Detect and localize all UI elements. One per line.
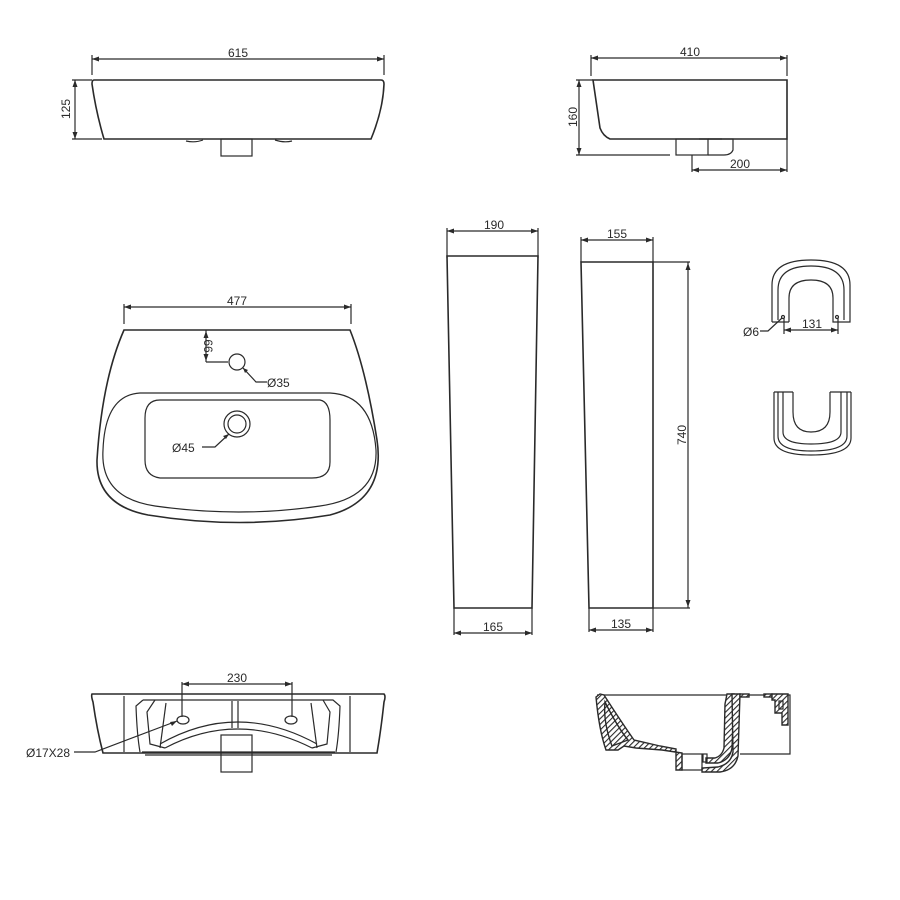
basin-rim: [102, 392, 377, 513]
dimension-bottom-depth-135: 135: [588, 608, 654, 633]
callout-label: Ø17X28: [26, 746, 70, 760]
dimension-label: 740: [675, 425, 689, 445]
fixing-slot: [176, 715, 190, 725]
dimension-label: 135: [611, 617, 631, 631]
dimension-label: 155: [607, 227, 627, 241]
dimension-label: 66: [201, 339, 215, 353]
basin-outline: [91, 79, 385, 140]
waste-outlet: [220, 734, 253, 773]
dimension-label: 190: [484, 218, 504, 232]
callout-label: Ø6: [743, 325, 759, 339]
pedestal-front-view: 190 165: [446, 218, 539, 636]
basin-rear-view: 230 Ø17X28: [26, 671, 386, 773]
pedestal-front-outline: [446, 255, 539, 609]
basin-side-view: 410 160 200: [566, 45, 788, 173]
dimension-height-125: 125: [59, 79, 102, 140]
dimension-label: 160: [566, 107, 580, 127]
dimension-height-160: 160: [566, 79, 670, 156]
leader-fixing-slot: Ø17X28: [26, 720, 178, 760]
dimension-bottom-width-165: 165: [453, 608, 533, 636]
dimension-height-740: 740: [675, 262, 691, 608]
tap-hole: [228, 353, 246, 371]
dimension-fixing-131: 131: [783, 317, 839, 334]
dimension-depth-410: 410: [590, 45, 788, 76]
pedestal-top-view: 131 Ø6: [743, 259, 851, 339]
dimension-label: 125: [59, 99, 73, 119]
waste-outlet: [220, 138, 253, 157]
fixing-hole: [834, 314, 840, 320]
dimension-label: 410: [680, 45, 700, 59]
callout-label: Ø45: [172, 441, 195, 455]
dimension-width-477: 477: [123, 294, 352, 324]
dimension-top-depth-155: 155: [580, 227, 654, 262]
waste-hole-inner: [227, 414, 247, 434]
basin-front-view: 615 125: [59, 46, 385, 157]
basin-bowl: [144, 399, 331, 479]
dimension-tap-offset-66: 66: [201, 330, 228, 363]
basin-section-view: [595, 693, 791, 773]
leader-fixing-hole: Ø6: [743, 317, 783, 339]
basin-side-outline: [592, 79, 788, 140]
fixing-slot: [284, 715, 298, 725]
dimension-width-615: 615: [91, 46, 385, 75]
dimension-label: 165: [483, 620, 503, 634]
leader-tap-hole: Ø35: [242, 367, 290, 390]
dimension-label: 230: [227, 671, 247, 685]
basin-top-view: 477 66 Ø35 Ø45: [96, 294, 379, 524]
pedestal-side-view: 155 740 135: [580, 227, 691, 633]
fixing-hole: [780, 314, 786, 320]
waste-hole-outer: [223, 410, 251, 438]
dimension-top-width-190: 190: [446, 218, 539, 258]
basin-rear-outline: [90, 693, 386, 754]
section-wall-back: [705, 693, 735, 764]
dimension-label: 131: [802, 317, 822, 331]
dimension-label: 477: [227, 294, 247, 308]
callout-label: Ø35: [267, 376, 290, 390]
dimension-label: 200: [730, 157, 750, 171]
basin-plan-outline: [96, 329, 379, 524]
pedestal-side-outline: [580, 261, 654, 609]
leader-waste-hole: Ø45: [172, 433, 230, 455]
pedestal-bottom-view: [773, 391, 852, 456]
dimension-waste-200: 200: [691, 139, 788, 173]
dimension-label: 615: [228, 46, 248, 60]
